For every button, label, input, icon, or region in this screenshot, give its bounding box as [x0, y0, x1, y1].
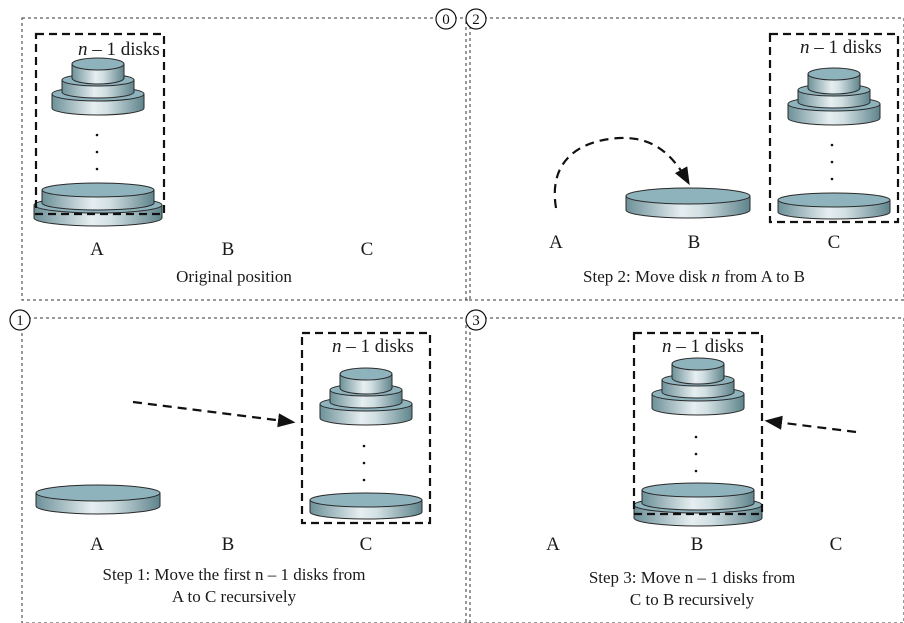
group-label: n – 1 disks: [800, 37, 882, 58]
svg-text:3: 3: [472, 313, 480, 329]
panel-caption-line2: C to B recursively: [630, 590, 755, 609]
vertical-ellipsis: [830, 143, 834, 181]
peg-label-b: B: [688, 232, 701, 253]
panel-caption: Step 2: Move disk n from A to B: [583, 267, 805, 286]
peg-label-b: B: [222, 534, 235, 555]
disk-stack-a: [33, 57, 163, 227]
peg-label-a: A: [546, 534, 560, 555]
peg-label-c: C: [830, 534, 843, 555]
panel-border: [465, 17, 904, 301]
n-minus-1-group-box: [768, 32, 900, 224]
svg-text:1: 1: [16, 313, 24, 329]
panel-border: [21, 17, 471, 301]
panel-caption: Original position: [176, 267, 292, 286]
n-minus-1-group-box: [300, 331, 432, 525]
group-label: n – 1 disks: [78, 39, 160, 60]
panel-border: [21, 317, 471, 623]
group-label: n – 1 disks: [332, 336, 414, 357]
panel-border: [465, 317, 904, 623]
disk-n-on-b: [625, 187, 751, 219]
peg-label-b: B: [691, 534, 704, 555]
move-arrow: [764, 415, 857, 434]
panel-caption-line1: Step 1: Move the first n – 1 disks from: [102, 565, 365, 584]
step-number-3: 3: [465, 309, 487, 331]
vertical-ellipsis: [362, 444, 366, 482]
peg-label-c: C: [360, 534, 373, 555]
peg-label-a: A: [90, 239, 104, 260]
peg-label-a: A: [549, 232, 563, 253]
panel-step-1: 1 n – 1 disks A B C Step 1: M: [9, 309, 471, 623]
disk-stack-b: [633, 357, 763, 527]
step-number-0: 0: [435, 8, 457, 30]
disk-n-on-a: [35, 484, 161, 515]
disk-stack-c: [309, 367, 423, 520]
step-number-2: 2: [465, 8, 487, 30]
svg-text:2: 2: [472, 12, 480, 28]
panel-step-3: 3 n – 1 disks A B C Step 3: Move n – 1 d…: [465, 309, 904, 623]
peg-label-c: C: [361, 239, 374, 260]
panel-original-position: 0 n – 1 disks A B C Original posi: [21, 8, 471, 301]
n-minus-1-group-box: [632, 331, 764, 516]
group-label: n – 1 disks: [662, 336, 744, 357]
panel-step-2: 2 n – 1 disks A B C Step 2: M: [465, 8, 904, 301]
panel-caption-line1: Step 3: Move n – 1 disks from: [589, 568, 795, 587]
vertical-ellipsis: [694, 435, 698, 473]
peg-label-b: B: [222, 239, 235, 260]
disk-stack-c: [777, 67, 891, 220]
peg-label-c: C: [828, 232, 841, 253]
panel-caption-line2: A to C recursively: [172, 587, 297, 606]
svg-text:0: 0: [442, 12, 450, 28]
n-minus-1-group-box: [34, 32, 166, 216]
move-arrow: [132, 400, 296, 428]
step-number-1: 1: [9, 309, 31, 331]
vertical-ellipsis: [95, 133, 99, 171]
move-arrow: [553, 136, 690, 209]
peg-label-a: A: [90, 534, 104, 555]
